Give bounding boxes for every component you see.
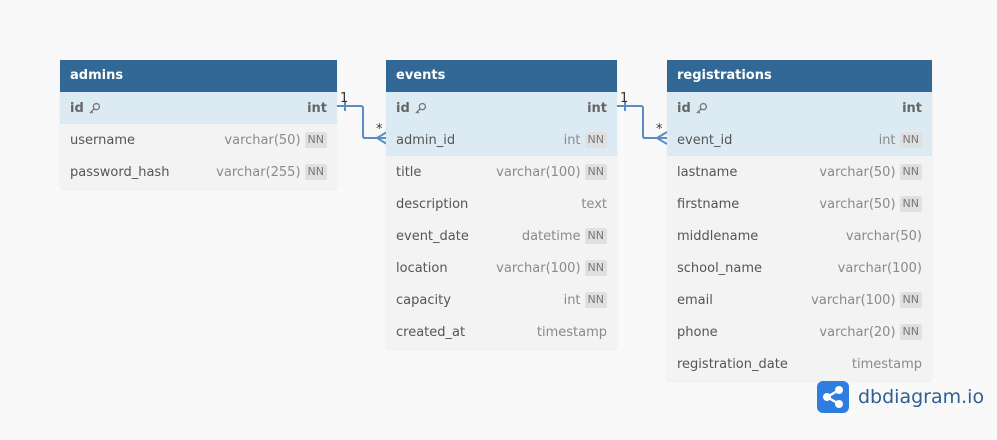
many-marker bbox=[655, 131, 668, 145]
field-type: timestamp bbox=[851, 356, 922, 372]
cardinality-many: * bbox=[656, 122, 663, 137]
not-null-badge: NN bbox=[304, 132, 327, 148]
field-name: username bbox=[70, 132, 135, 148]
field-row-username[interactable]: username varchar(50)NN bbox=[60, 124, 337, 156]
not-null-badge: NN bbox=[584, 292, 607, 308]
field-row-title[interactable]: title varchar(100)NN bbox=[386, 156, 617, 188]
not-null-badge: NN bbox=[584, 260, 607, 276]
field-type: int bbox=[563, 292, 581, 308]
not-null-badge: NN bbox=[899, 132, 922, 148]
field-type: int bbox=[563, 132, 581, 148]
field-list: id int username varchar(50)NN password_hash v… bbox=[60, 92, 337, 188]
brand-logo[interactable]: dbdiagram.io bbox=[817, 381, 984, 413]
field-type: int bbox=[902, 100, 922, 116]
field-type: datetime bbox=[521, 228, 581, 244]
key-icon bbox=[89, 102, 100, 114]
field-row-lastname[interactable]: lastname varchar(50)NN bbox=[667, 156, 932, 188]
not-null-badge: NN bbox=[899, 324, 922, 340]
field-name: middlename bbox=[677, 228, 759, 244]
brand-name: dbdiagram.io bbox=[858, 386, 985, 408]
field-name: id bbox=[677, 100, 691, 116]
field-type: varchar(255) bbox=[216, 164, 301, 180]
not-null-badge: NN bbox=[304, 164, 327, 180]
field-type: varchar(50) bbox=[845, 228, 922, 244]
field-row-registration-date[interactable]: registration_date timestamp bbox=[667, 348, 932, 380]
field-row-description[interactable]: description text bbox=[386, 188, 617, 220]
field-type: int bbox=[878, 132, 896, 148]
field-name: registration_date bbox=[677, 356, 788, 372]
field-type: varchar(100) bbox=[811, 292, 896, 308]
field-name: event_date bbox=[396, 228, 469, 244]
field-name: id bbox=[70, 100, 84, 116]
many-marker bbox=[375, 131, 388, 145]
field-row-id[interactable]: id int bbox=[386, 92, 617, 124]
field-name: capacity bbox=[396, 292, 451, 308]
field-name: location bbox=[396, 260, 448, 276]
field-type: varchar(20) bbox=[819, 324, 896, 340]
field-name: school_name bbox=[677, 260, 763, 276]
relation-line bbox=[617, 105, 667, 139]
cardinality-one: 1 bbox=[340, 91, 348, 106]
field-type: varchar(50) bbox=[819, 196, 896, 212]
field-name: event_id bbox=[677, 132, 733, 148]
not-null-badge: NN bbox=[899, 164, 922, 180]
field-type: int bbox=[587, 100, 607, 116]
not-null-badge: NN bbox=[899, 292, 922, 308]
field-row-id[interactable]: id int bbox=[60, 92, 337, 124]
field-name: phone bbox=[677, 324, 718, 340]
relation-line bbox=[337, 105, 387, 139]
field-row-firstname[interactable]: firstname varchar(50)NN bbox=[667, 188, 932, 220]
share-nodes-icon bbox=[817, 381, 849, 413]
key-icon bbox=[696, 102, 707, 114]
field-row-school-name[interactable]: school_name varchar(100) bbox=[667, 252, 932, 284]
field-name: lastname bbox=[677, 164, 738, 180]
field-type: int bbox=[307, 100, 327, 116]
key-icon bbox=[415, 102, 426, 114]
field-type: varchar(100) bbox=[496, 164, 581, 180]
field-name: description bbox=[396, 196, 469, 212]
field-type: varchar(100) bbox=[837, 260, 922, 276]
field-row-created-at[interactable]: created_at timestamp bbox=[386, 316, 617, 348]
field-name: email bbox=[677, 292, 713, 308]
not-null-badge: NN bbox=[584, 164, 607, 180]
field-name: admin_id bbox=[396, 132, 456, 148]
field-type: varchar(50) bbox=[224, 132, 301, 148]
field-name: id bbox=[396, 100, 410, 116]
not-null-badge: NN bbox=[584, 132, 607, 148]
field-row-email[interactable]: email varchar(100)NN bbox=[667, 284, 932, 316]
field-row-id[interactable]: id int bbox=[667, 92, 932, 124]
field-type: varchar(50) bbox=[819, 164, 896, 180]
not-null-badge: NN bbox=[899, 196, 922, 212]
field-row-middlename[interactable]: middlename varchar(50) bbox=[667, 220, 932, 252]
cardinality-many: * bbox=[376, 122, 383, 137]
field-name: password_hash bbox=[70, 164, 170, 180]
field-type: timestamp bbox=[536, 324, 607, 340]
table-header[interactable]: admins bbox=[60, 60, 337, 92]
table-header[interactable]: registrations bbox=[667, 60, 932, 92]
field-row-password-hash[interactable]: password_hash varchar(255)NN bbox=[60, 156, 337, 188]
field-row-location[interactable]: location varchar(100)NN bbox=[386, 252, 617, 284]
field-name: title bbox=[396, 164, 422, 180]
field-type: varchar(100) bbox=[496, 260, 581, 276]
table-header[interactable]: events bbox=[386, 60, 617, 92]
not-null-badge: NN bbox=[584, 228, 607, 244]
cardinality-one: 1 bbox=[620, 91, 628, 106]
field-row-phone[interactable]: phone varchar(20)NN bbox=[667, 316, 932, 348]
field-name: firstname bbox=[677, 196, 740, 212]
field-type: text bbox=[581, 196, 607, 212]
field-name: created_at bbox=[396, 324, 466, 340]
